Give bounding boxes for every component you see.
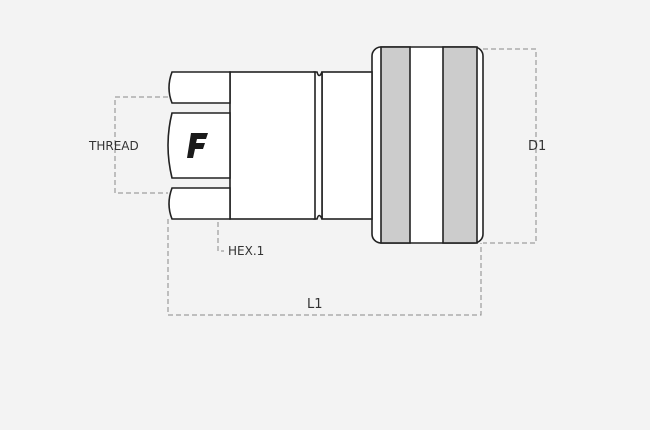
thread-label: THREAD [89,139,139,153]
hex-dimension [217,222,224,252]
hex-flat-top [168,71,231,104]
coupling-body [167,46,484,244]
sleeve-band-1 [380,46,411,244]
d1-dimension [483,48,537,244]
l1-label: L1 [307,297,323,312]
thread-dimension [114,96,168,194]
d1-label: D1 [528,139,547,154]
groove [313,71,323,220]
sleeve-band-2 [442,46,478,244]
body [229,71,316,220]
l1-dimension [167,219,482,316]
hex-label: HEX.1 [228,244,265,258]
neck [321,71,373,220]
dimension-lines [114,48,537,316]
logo-f-icon [187,133,208,158]
hex-flat-bottom [168,187,231,220]
